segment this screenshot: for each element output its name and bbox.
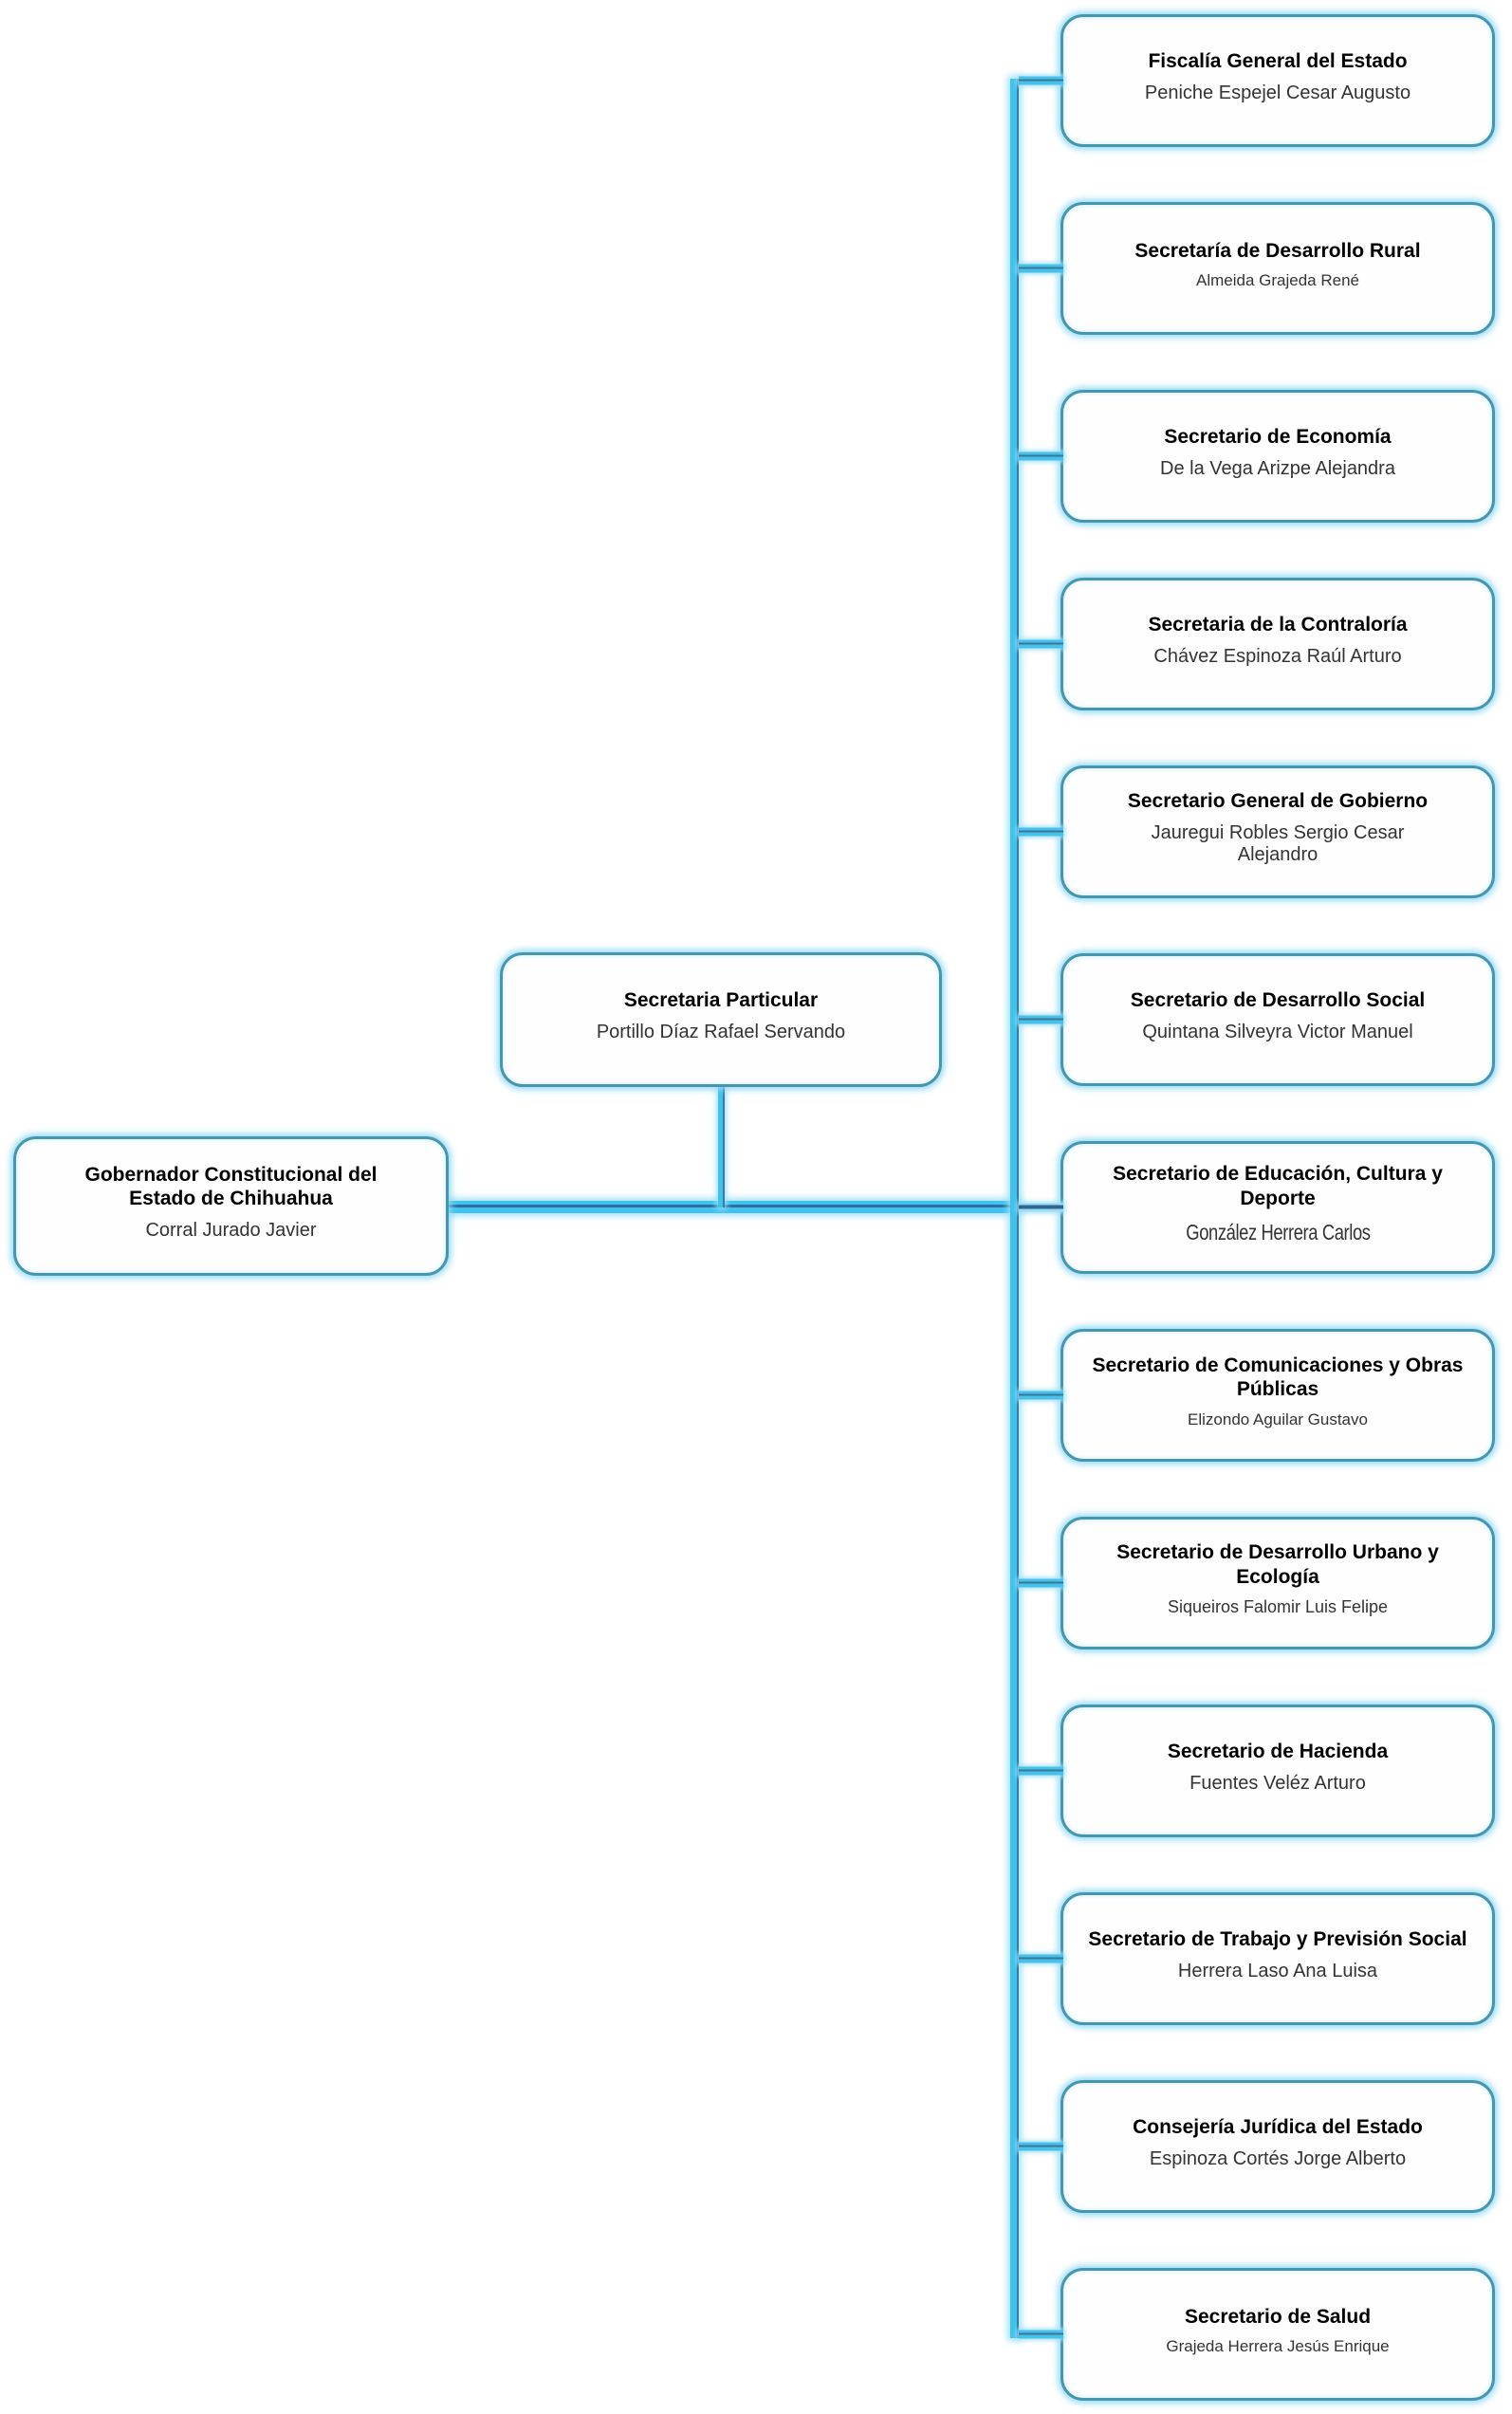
connector-stub (1019, 1203, 1063, 1212)
node-general-gobierno[interactable]: Secretario General de Gobierno Jauregui … (1019, 765, 1495, 898)
node-name: Peniche Espejel Cesar Augusto (1144, 82, 1411, 103)
node-name: González Herrera Carlos (1185, 1219, 1371, 1244)
node-title: Secretaria de la Contraloría (1148, 613, 1408, 636)
node-name: Siqueiros Falomir Luis Felipe (1167, 1597, 1389, 1617)
node-comunicaciones[interactable]: Secretario de Comunicaciones y Obras Púb… (1019, 1329, 1495, 1462)
connector-stub (1019, 1578, 1063, 1588)
node-name: Jauregui Robles Sergio Cesar Alejandro (1151, 821, 1405, 866)
node-title: Fiscalía General del Estado (1148, 49, 1408, 72)
node-title: Secretario de Desarrollo Social (1130, 988, 1426, 1011)
connector-stub (1019, 1015, 1063, 1024)
node-desarrollo-social[interactable]: Secretario de Desarrollo Social Quintana… (1019, 953, 1495, 1086)
connector-stub (1019, 1766, 1063, 1776)
connector-stub (1019, 264, 1063, 273)
node-title: Secretario General de Gobierno (1127, 790, 1429, 813)
node-title: Secretario de Salud (1184, 2305, 1372, 2328)
node-name: De la Vega Arizpe Alejandra (1160, 457, 1395, 479)
connector-stub (1019, 639, 1063, 649)
node-title: Secretaria Particular (623, 988, 819, 1011)
connector-stub (1019, 451, 1063, 461)
node-title: Secretario de Comunicaciones y Obras Púb… (1092, 1354, 1464, 1401)
node-name: Espinoza Cortés Jorge Alberto (1149, 2147, 1407, 2169)
node-title: Secretario de Hacienda (1167, 1740, 1389, 1762)
node-name: Almeida Grajeda René (1196, 271, 1359, 290)
node-name: Elizondo Aguilar Gustavo (1188, 1410, 1368, 1429)
node-desarrollo-urbano[interactable]: Secretario de Desarrollo Urbano y Ecolog… (1019, 1517, 1495, 1649)
node-name: Corral Jurado Javier (145, 1219, 317, 1241)
connector-governor-trunk (446, 1201, 1019, 1213)
node-name: Portillo Díaz Rafael Servando (596, 1021, 846, 1042)
connector-stub (1019, 1954, 1063, 1963)
node-title: Secretario de Desarrollo Urbano y Ecolog… (1116, 1541, 1439, 1588)
node-title: Secretario de Educación, Cultura y Depor… (1113, 1163, 1443, 1209)
node-educacion[interactable]: Secretario de Educación, Cultura y Depor… (1019, 1141, 1495, 1274)
node-name: Quintana Silveyra Victor Manuel (1142, 1021, 1413, 1042)
node-hacienda[interactable]: Secretario de Hacienda Fuentes Veléz Art… (1019, 1705, 1495, 1837)
node-title: Consejería Jurídica del Estado (1133, 2115, 1423, 2138)
node-name: Grajeda Herrera Jesús Enrique (1166, 2337, 1390, 2356)
node-title: Secretaría de Desarrollo Rural (1134, 239, 1421, 262)
node-gobernador[interactable]: Gobernador Constitucional del Estado de … (13, 1136, 449, 1276)
node-fiscalia[interactable]: Fiscalía General del Estado Peniche Espe… (1019, 14, 1495, 147)
connector-particular-drop (718, 1087, 725, 1207)
connector-stub (1019, 827, 1063, 837)
connector-stub (1019, 1391, 1063, 1400)
node-salud[interactable]: Secretario de Salud Grajeda Herrera Jesú… (1019, 2268, 1495, 2401)
connector-stub (1019, 2142, 1063, 2151)
connector-stub (1019, 76, 1063, 85)
node-economia[interactable]: Secretario de Economía De la Vega Arizpe… (1019, 390, 1495, 523)
secretaries-column: Fiscalía General del Estado Peniche Espe… (1019, 14, 1495, 2401)
connector-stub (1019, 2330, 1063, 2339)
node-name: Fuentes Veléz Arturo (1189, 1772, 1366, 1794)
node-trabajo[interactable]: Secretario de Trabajo y Previsión Social… (1019, 1892, 1495, 2025)
node-title: Secretario de Economía (1164, 425, 1392, 448)
connector-spine (1010, 79, 1019, 2338)
node-desarrollo-rural[interactable]: Secretaría de Desarrollo Rural Almeida G… (1019, 202, 1495, 335)
node-title: Secretario de Trabajo y Previsión Social (1088, 1927, 1467, 1950)
node-title: Gobernador Constitucional del Estado de … (84, 1163, 378, 1210)
node-consejeria-juridica[interactable]: Consejería Jurídica del Estado Espinoza … (1019, 2080, 1495, 2213)
node-name: Chávez Espinoza Raúl Arturo (1153, 645, 1402, 667)
node-secretaria-particular[interactable]: Secretaria Particular Portillo Díaz Rafa… (500, 952, 942, 1087)
node-contraloria[interactable]: Secretaria de la Contraloría Chávez Espi… (1019, 578, 1495, 710)
node-name: Herrera Laso Ana Luisa (1177, 1960, 1378, 1981)
